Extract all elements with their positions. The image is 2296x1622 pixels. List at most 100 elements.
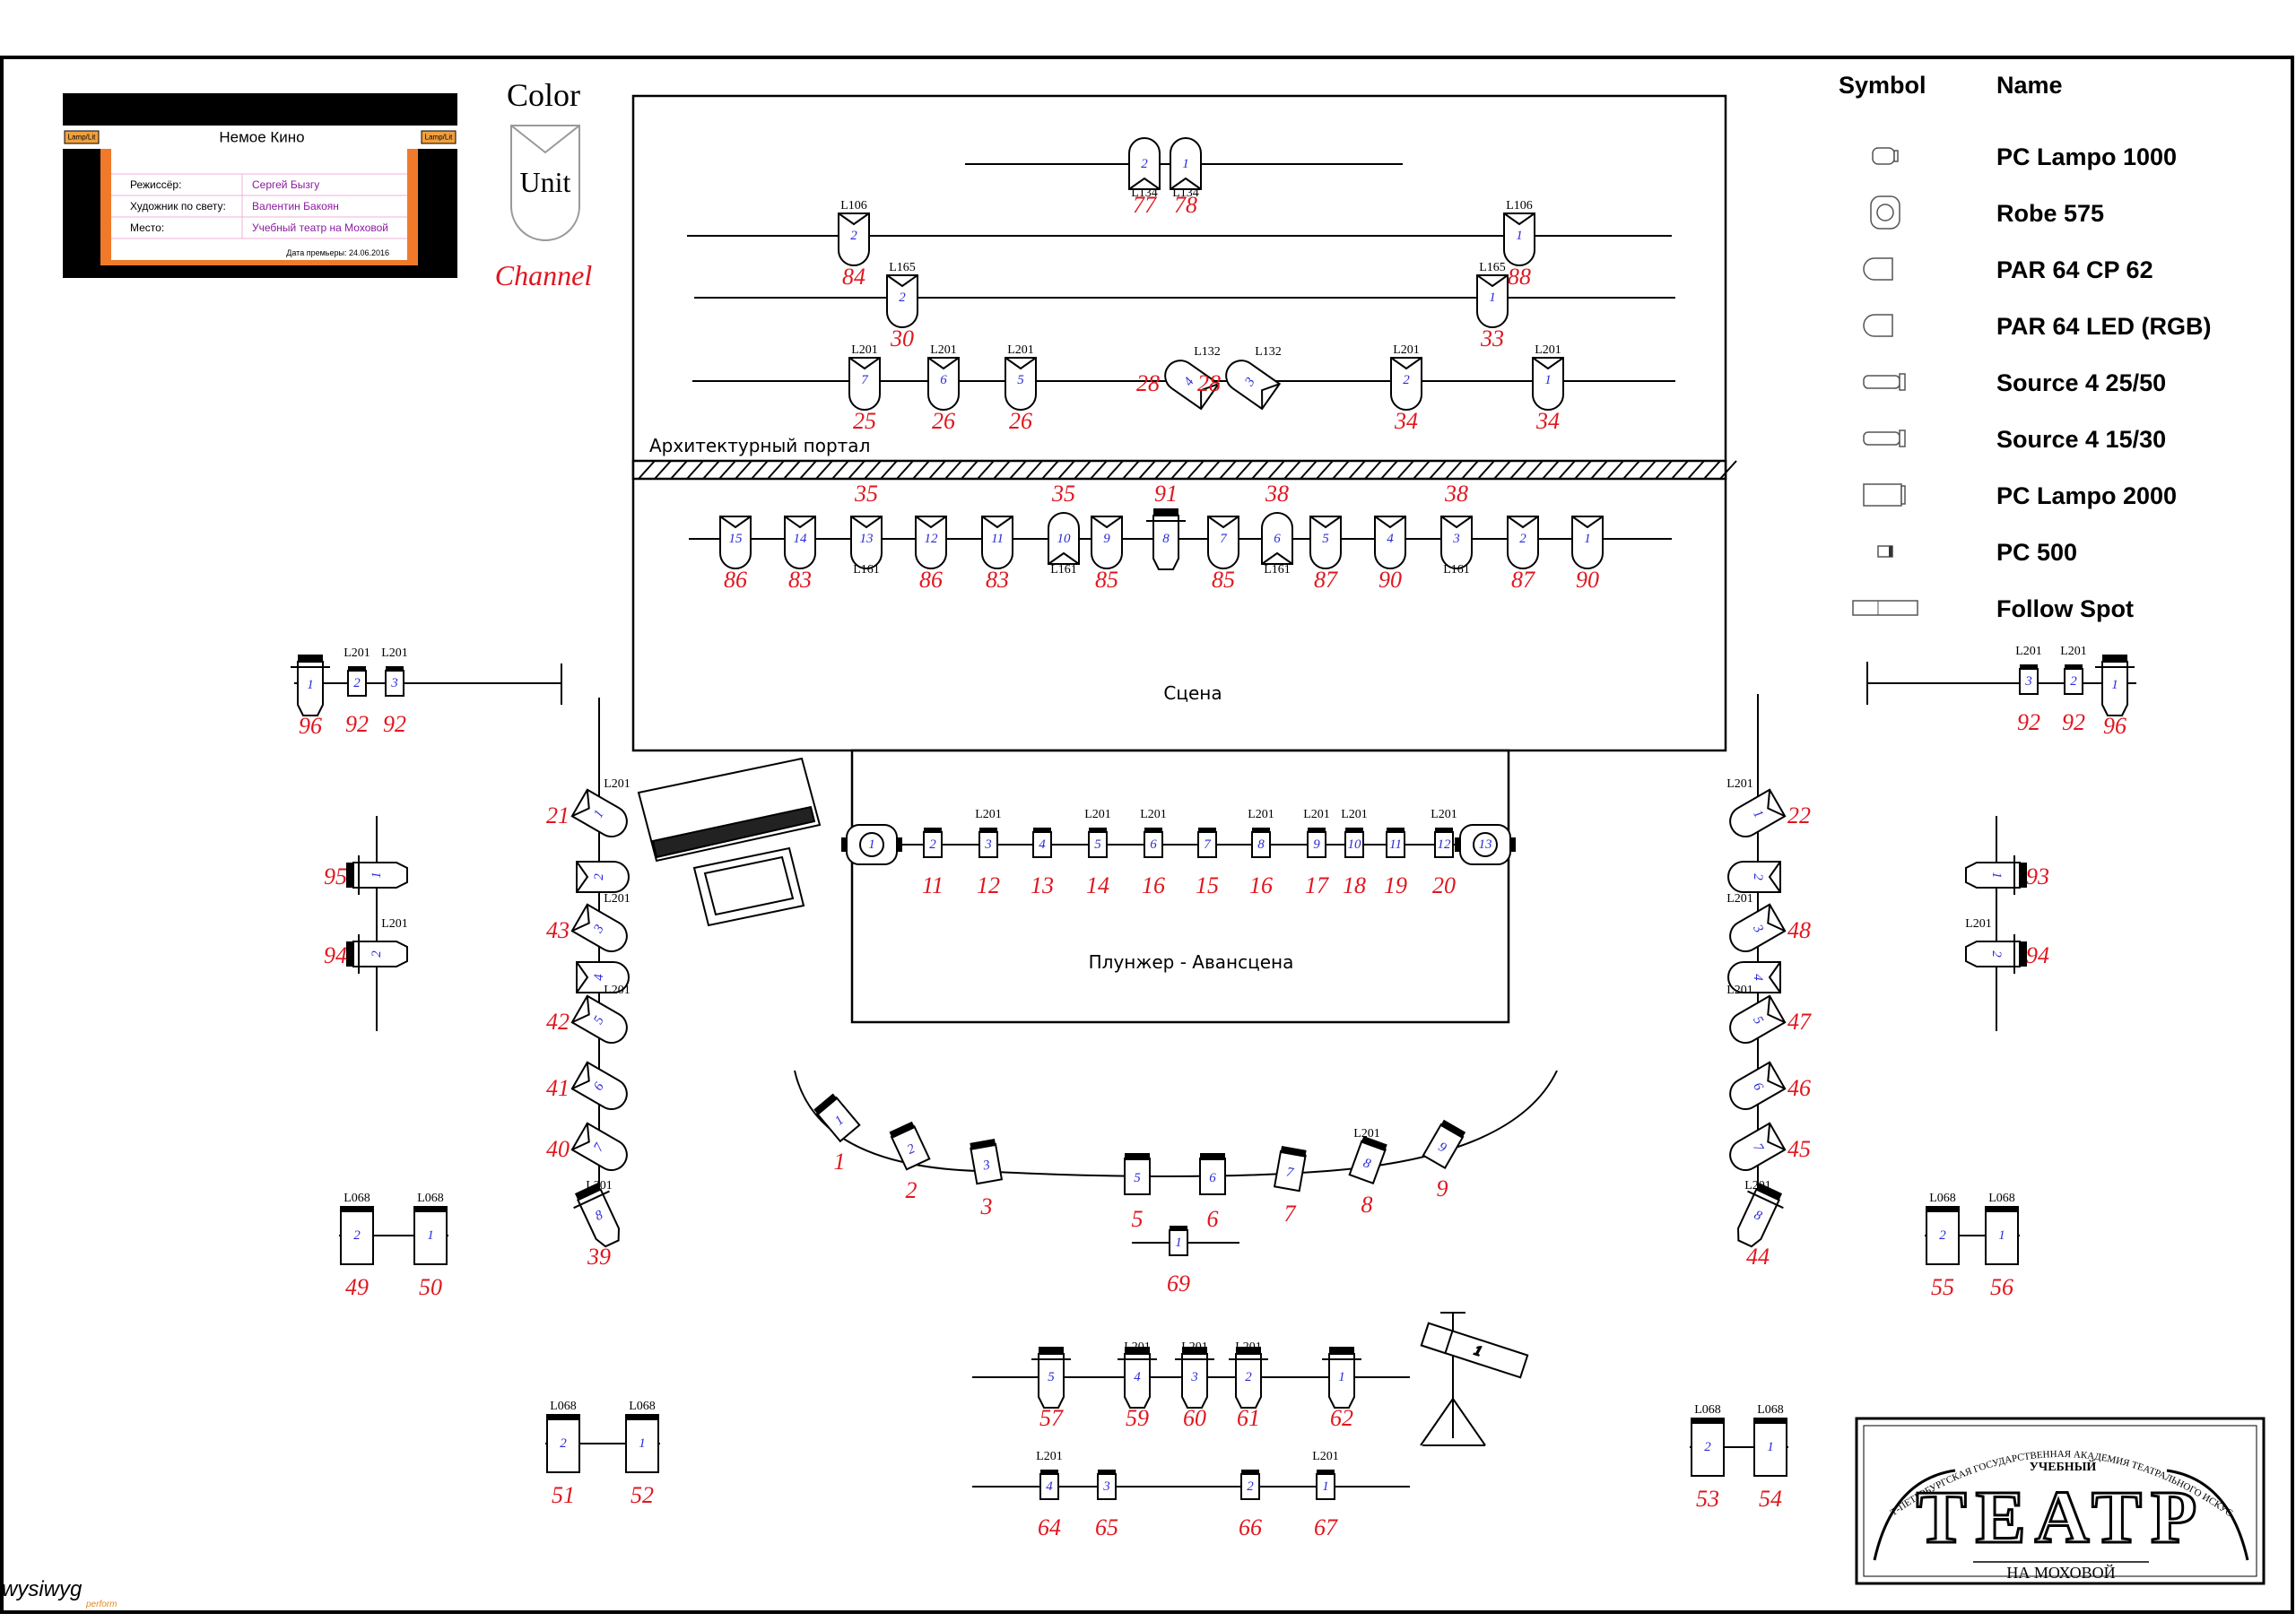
fixture-unit: 4	[1751, 974, 1765, 981]
fixture-unit: 1	[1182, 157, 1189, 171]
fixture-unit: 2	[1141, 157, 1148, 171]
fixture-unit: 9	[1313, 837, 1320, 852]
fixture-body: 1	[1322, 1347, 1361, 1409]
fixture-body: 15	[719, 516, 752, 569]
fixture-color: L201	[1303, 808, 1330, 821]
fixture-unit: 1	[1544, 373, 1552, 387]
fixture-color: L201	[604, 892, 631, 906]
fixture-unit: 12	[925, 532, 939, 546]
fixture-unit: 8	[1162, 532, 1170, 546]
fixture-lo-2: 266	[1239, 1470, 1262, 1540]
fixture-body: 1	[291, 655, 330, 716]
fixture-b5-1: 190	[1571, 516, 1604, 593]
fixture-ap-2: 211	[922, 828, 944, 898]
fixture-body: 2	[1229, 1347, 1268, 1409]
fixture-body: 3	[1729, 903, 1787, 952]
fixture-unit: 1	[307, 678, 314, 692]
fixture-body: 3	[385, 666, 404, 697]
fixture-body: 4	[1118, 1347, 1157, 1409]
fixture-color: L201	[381, 646, 408, 660]
legend-item-name: PC 500	[1996, 539, 2077, 566]
pc-lampo-1000-icon	[1872, 147, 1899, 165]
fixture-channel: 39	[587, 1244, 611, 1270]
fixture-channel: 83	[986, 567, 1009, 593]
fixture-ll-2: 2	[576, 861, 630, 893]
fixture-channel: 65	[1095, 1514, 1118, 1540]
fixture-channel: 30	[890, 325, 914, 351]
fixture-channel: 86	[724, 567, 747, 593]
stage-structure	[631, 94, 1727, 1024]
fixture-channel: 92	[383, 711, 406, 737]
fixture-unit: 1	[1989, 872, 2004, 879]
fixture-unit: 2	[899, 291, 906, 305]
fixture-unit: 4	[592, 974, 606, 981]
fixture-channel: 38	[1444, 481, 1468, 507]
fixture-body: 2	[340, 1206, 374, 1265]
fixture-channel: 8	[1361, 1192, 1373, 1218]
fixture-ap-9: 9 17 L201	[1303, 808, 1330, 898]
robe-575-icon	[1870, 195, 1900, 230]
source4-1530-icon	[1863, 429, 1906, 447]
fixture-unit: 2	[1403, 373, 1410, 387]
fixture-body: 7	[848, 357, 881, 411]
par64-cp62-icon	[1863, 257, 1893, 281]
fixture-body: 2	[1691, 1418, 1725, 1477]
fixture-color: L201	[1312, 1450, 1339, 1463]
fixture-body: 6	[1199, 1153, 1226, 1195]
fixture-unit: 9	[1103, 532, 1110, 546]
fixture-channel: 48	[1787, 917, 1811, 943]
fixture-body: 2	[838, 213, 870, 266]
fixture-body: 1	[1965, 855, 2027, 895]
fixture-channel: 3	[980, 1193, 993, 1219]
fixture-channel: 50	[419, 1274, 442, 1300]
fixture-unit: 11	[991, 532, 1004, 546]
fixture-channel: 87	[1314, 567, 1338, 593]
fixture-unit: 2	[592, 873, 606, 880]
fixture-channel: 16	[1142, 872, 1165, 898]
fixture-body: 2	[347, 666, 367, 697]
fixture-body: 13	[1455, 824, 1516, 865]
fixture-unit: 11	[1389, 837, 1402, 852]
fixture-color: L201	[1726, 777, 1753, 791]
fixture-body: 11	[1386, 828, 1405, 858]
follow-spot-icon	[1852, 600, 1918, 616]
fixture-body: 5	[1088, 828, 1108, 858]
fixture-color: L106	[840, 199, 867, 213]
fixture-body: 2	[886, 274, 918, 328]
fixture-channel: 43	[546, 917, 570, 943]
fixture-channel: 84	[842, 264, 865, 290]
fixture-unit: 5	[1017, 373, 1024, 387]
fixture-unit: 5	[1048, 1370, 1055, 1384]
fixture-unit: 2	[560, 1436, 567, 1451]
fixture-channel: 17	[1305, 872, 1329, 898]
fixture-color: L068	[1929, 1192, 1956, 1205]
fixture-channel: 34	[1535, 408, 1560, 434]
fixture-channel: 47	[1787, 1009, 1812, 1035]
fixture-channel: 93	[2026, 863, 2049, 889]
fixture-body: 1	[570, 788, 628, 837]
fixture-channel: 35	[854, 481, 878, 507]
fixture-channel: 64	[1038, 1514, 1061, 1540]
fixture-arc-5: 55	[1124, 1153, 1151, 1232]
fixture-unit: 2	[1704, 1440, 1711, 1454]
fixture-unit: 13	[1479, 837, 1492, 852]
fixture-color: L201	[851, 343, 878, 357]
apron-label: Плунжер - Авансцена	[1089, 951, 1294, 973]
fixture-color: L201	[1007, 343, 1034, 357]
fixture-channel: 49	[345, 1274, 369, 1300]
tb-premiere: Дата премьеры: 24.06.2016	[286, 248, 389, 257]
fixture-color: L201	[1393, 343, 1420, 357]
fixture-unit: 2	[1519, 532, 1526, 546]
fixture-channel: 78	[1174, 192, 1197, 218]
